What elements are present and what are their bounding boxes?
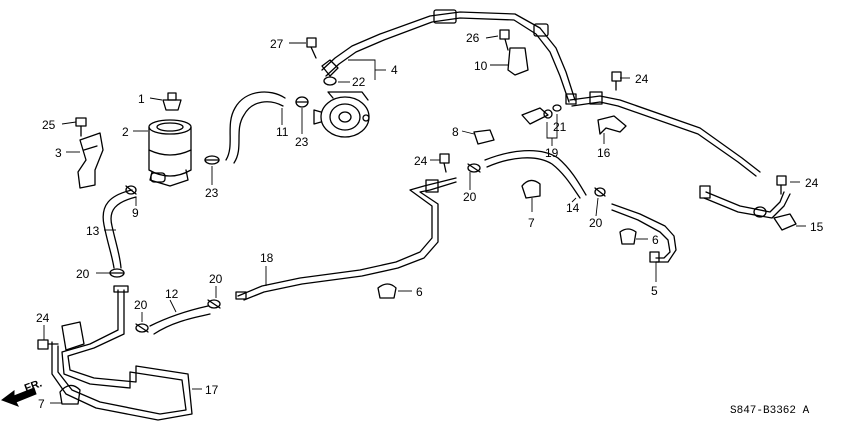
hose-clamp-20-left <box>109 268 125 278</box>
hose-clamp-23-right <box>295 96 309 108</box>
return-hose-14 <box>484 149 587 199</box>
reservoir-bracket <box>77 132 104 189</box>
callout-labels: 1 2 3 4 5 6 6 7 7 8 9 10 11 12 13 14 15 … <box>36 31 824 411</box>
callout-20-left: 20 <box>76 267 90 281</box>
callout-15: 15 <box>810 220 824 234</box>
bolt-27 <box>306 37 317 59</box>
callout-21: 21 <box>553 120 567 134</box>
hose-clamp-20-near-12-right <box>207 299 221 309</box>
callout-14: 14 <box>566 201 580 215</box>
callout-8: 8 <box>452 125 459 139</box>
hose-clamp-23-left <box>204 155 220 165</box>
callout-20-mid: 20 <box>463 190 477 204</box>
callout-20-right: 20 <box>589 216 603 230</box>
callout-23-right: 23 <box>295 135 309 149</box>
clamp-15 <box>773 213 797 231</box>
callout-3: 3 <box>55 146 62 160</box>
front-direction-arrow: FR. <box>0 377 44 407</box>
hose-clamp-20-right <box>594 187 606 197</box>
pressure-switch-21 <box>521 107 553 125</box>
callout-19: 19 <box>545 146 559 160</box>
callout-6-mid: 6 <box>416 285 423 299</box>
callout-2: 2 <box>122 125 129 139</box>
callout-17: 17 <box>205 383 219 397</box>
callout-10: 10 <box>474 59 488 73</box>
callout-6-right: 6 <box>652 233 659 247</box>
callout-13: 13 <box>86 224 100 238</box>
return-pipe-18 <box>235 177 457 301</box>
bolt-24-middle <box>439 153 450 173</box>
callout-24-right: 24 <box>805 176 819 190</box>
hose-clamp-20-mid <box>467 163 481 173</box>
washer-22 <box>323 76 337 86</box>
feed-pipe <box>565 91 761 177</box>
pipe-clamp-7-mid <box>521 179 541 199</box>
clamp-8 <box>473 129 495 145</box>
pipe-5 <box>611 203 677 263</box>
callout-4: 4 <box>391 63 398 77</box>
pipe-clamp-6-right <box>619 228 637 245</box>
hose-clamp-20-near-12-left <box>135 323 149 333</box>
diagram-code: S847-B3362 A <box>730 405 810 417</box>
front-direction-label: FR. <box>23 377 44 394</box>
callout-26: 26 <box>466 31 480 45</box>
callout-11: 11 <box>276 125 289 139</box>
bolt-26 <box>499 29 510 51</box>
callout-16: 16 <box>597 146 611 160</box>
callout-1: 1 <box>138 92 145 106</box>
bolt-25 <box>75 117 87 137</box>
cooler-pipe-17 <box>51 285 193 421</box>
suction-hose-11 <box>225 91 286 164</box>
pipe-clamp-7-lower <box>59 384 81 405</box>
bolt-24-right <box>776 175 787 195</box>
power-steering-pump <box>313 91 370 138</box>
leader-lines <box>43 35 806 404</box>
pressure-hose-4 <box>321 9 576 103</box>
washer-19 <box>552 104 562 112</box>
callout-27: 27 <box>270 37 284 51</box>
callout-7-lower: 7 <box>38 397 45 411</box>
callout-12: 12 <box>165 287 179 301</box>
bolt-24-upper <box>611 71 622 91</box>
callout-20-pipe: 20 <box>209 272 223 286</box>
callout-23-left: 23 <box>205 186 219 200</box>
return-hose-13 <box>102 189 137 269</box>
hose-clip-10 <box>507 47 529 76</box>
callout-5: 5 <box>651 284 658 298</box>
pipe-bracket-16 <box>597 115 627 135</box>
callout-22: 22 <box>352 75 366 89</box>
callout-24-lower: 24 <box>36 311 50 325</box>
bolt-24-lower <box>37 339 59 350</box>
callout-18: 18 <box>260 251 274 265</box>
callout-20-lower: 20 <box>134 298 148 312</box>
callout-25: 25 <box>42 118 56 132</box>
pipe-clamp-6-mid <box>377 283 397 299</box>
hose-12 <box>149 305 211 335</box>
callout-24-upper: 24 <box>635 72 649 86</box>
reservoir-cap <box>162 92 182 111</box>
callout-9: 9 <box>132 206 139 220</box>
return-pipe-right <box>699 185 791 219</box>
reservoir-tank <box>148 119 192 187</box>
hose-clamp-9 <box>125 185 137 195</box>
callout-7-mid: 7 <box>528 216 535 230</box>
callout-24-middle: 24 <box>414 154 428 168</box>
